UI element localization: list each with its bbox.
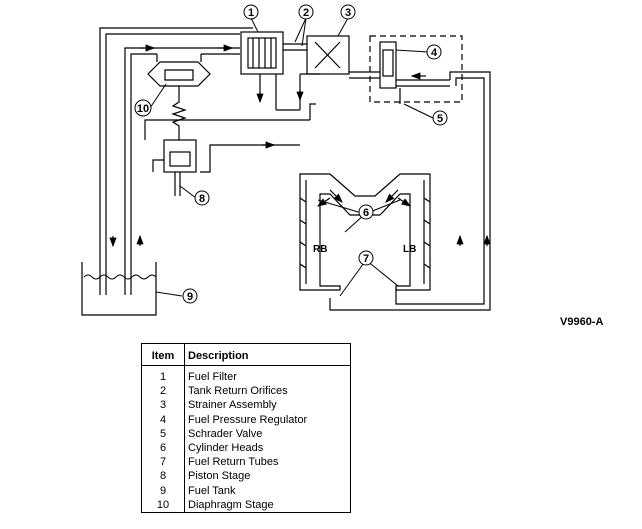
figure-id: V9960-A — [560, 316, 604, 328]
legend-item: 9 — [141, 483, 185, 498]
injectors — [299, 197, 431, 269]
bank-label-lb: LB — [403, 244, 416, 255]
svg-text:7: 7 — [363, 253, 369, 265]
callout-6: 6 — [358, 204, 374, 220]
legend-item: 2 — [141, 384, 185, 399]
legend-description: Tank Return Orifices — [188, 385, 288, 398]
legend-item: 5 — [141, 426, 185, 442]
legend-item: 3 — [141, 398, 185, 413]
engine-block — [299, 173, 431, 291]
strainer-assembly — [283, 35, 350, 75]
callout-3: 3 — [340, 4, 356, 20]
legend-item: 6 — [141, 441, 185, 456]
legend-description: Fuel Filter — [188, 371, 237, 383]
svg-text:4: 4 — [431, 47, 438, 59]
legend-description: Strainer Assembly — [188, 399, 277, 412]
legend-description: Fuel Return Tubes — [188, 456, 279, 469]
legend-description: Fuel Tank — [188, 484, 236, 497]
callout-10: 10 — [134, 99, 152, 117]
callout-7: 7 — [358, 250, 374, 266]
legend-item: 4 — [141, 412, 185, 427]
callout-9: 9 — [182, 288, 198, 304]
legend-item: 1 — [141, 365, 185, 385]
svg-text:1: 1 — [248, 7, 254, 19]
callout-2: 2 — [298, 4, 314, 20]
svg-text:3: 3 — [345, 7, 351, 19]
svg-text:10: 10 — [137, 103, 149, 115]
svg-text:2: 2 — [303, 7, 309, 19]
bank-label-rb: RB — [313, 244, 327, 255]
flow-arrows — [109, 44, 491, 248]
callout-4: 4 — [426, 44, 442, 60]
legend-header-item: Item — [141, 343, 185, 366]
leader-lines — [149, 17, 434, 297]
fuel-tank — [81, 262, 157, 316]
svg-text:6: 6 — [363, 207, 369, 219]
piston-stage — [163, 96, 197, 196]
svg-text:8: 8 — [199, 193, 205, 205]
svg-text:5: 5 — [437, 113, 443, 125]
legend-description: Diaphragm Stage — [188, 498, 274, 511]
legend-description: Fuel Pressure Regulator — [188, 413, 308, 426]
callout-1: 1 — [243, 4, 259, 20]
diaphragm-stage — [147, 53, 240, 96]
regulator-box — [349, 35, 463, 104]
tank-lines — [99, 27, 253, 295]
callout-markers: 1 2 3 4 5 6 7 8 9 10 — [134, 4, 448, 304]
fuel-system-diagram: 1 2 3 4 5 6 7 8 9 10 RB LB — [81, 4, 491, 316]
legend-item: 7 — [141, 455, 185, 470]
legend-item: 10 — [141, 497, 185, 513]
callout-8: 8 — [194, 190, 210, 206]
legend-description: Schrader Valve — [188, 427, 263, 440]
legend-description: Piston Stage — [188, 470, 251, 483]
callout-5: 5 — [432, 110, 448, 126]
svg-text:9: 9 — [187, 291, 193, 303]
legend-header-description: Description — [184, 343, 351, 366]
legend-item: 8 — [141, 469, 185, 484]
engine-supply-lines — [144, 71, 491, 311]
legend-header-row: Item Description — [141, 343, 351, 366]
legend-description: Cylinder Heads — [188, 442, 264, 455]
